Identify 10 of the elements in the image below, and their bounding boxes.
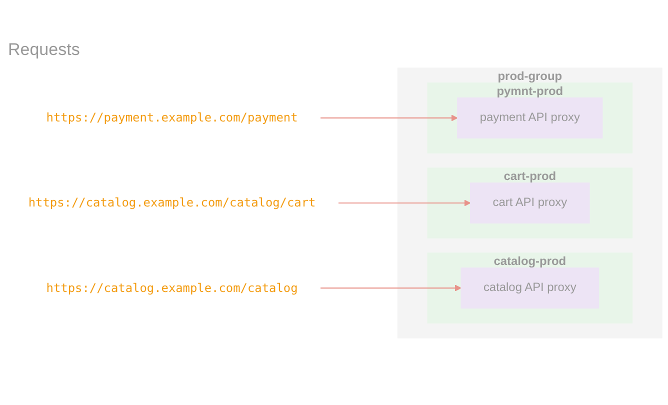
arrow xyxy=(320,284,462,291)
node-text: https://catalog.example.com/catalog/cart xyxy=(28,195,316,210)
node-text: https://catalog.example.com/catalog xyxy=(46,280,298,294)
node-box: cart API proxy xyxy=(470,182,590,224)
node-text: https://payment.example.com/payment xyxy=(46,110,298,124)
node-box: payment API proxy xyxy=(457,96,603,138)
arrow xyxy=(320,114,458,121)
node-box: catalog API proxy xyxy=(460,267,600,308)
section-heading: Requests xyxy=(8,40,80,60)
arrow xyxy=(338,199,471,206)
